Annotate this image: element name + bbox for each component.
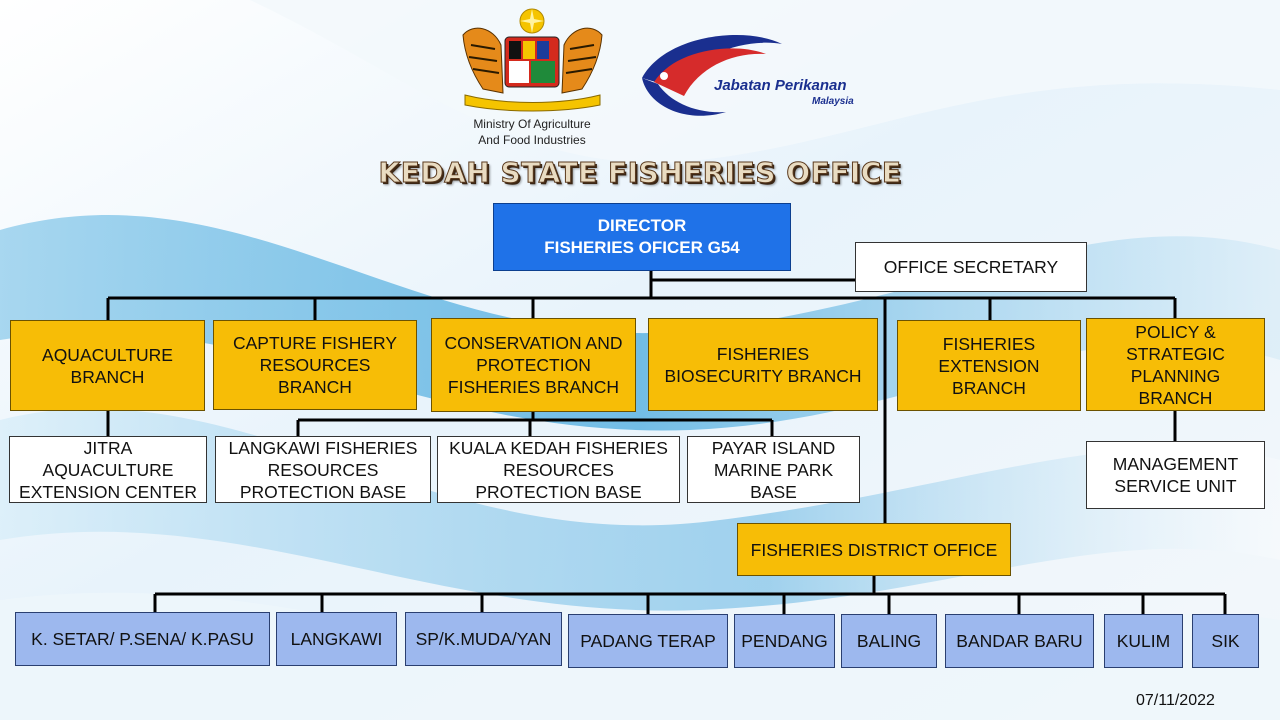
director-box: DIRECTOR FISHERIES OFICER G54	[493, 203, 791, 271]
district-kulim-box: KULIM	[1104, 614, 1183, 668]
director-grade: FISHERIES OFICER G54	[544, 238, 740, 257]
coat-of-arms-logo	[462, 8, 603, 112]
district-pendang-box: PENDANG	[734, 614, 835, 668]
district-langkawi-box: LANGKAWI	[276, 612, 397, 666]
langkawi-base-box: LANGKAWI FISHERIES RESOURCES PROTECTION …	[215, 436, 431, 503]
district-bandar-baru-box: BANDAR BARU	[945, 614, 1094, 668]
district-baling-box: BALING	[841, 614, 937, 668]
district-padang-terap-box: PADANG TERAP	[568, 614, 728, 668]
date-stamp: 07/11/2022	[1136, 692, 1215, 709]
district-sp-kmuda-yan-box: SP/K.MUDA/YAN	[405, 612, 562, 666]
office-secretary-box: OFFICE SECRETARY	[855, 242, 1087, 292]
logo-text-jabatan: Jabatan Perikanan	[714, 77, 847, 94]
district-sik-box: SIK	[1192, 614, 1259, 668]
district-k-setar-box: K. SETAR/ P.SENA/ K.PASU	[15, 612, 270, 666]
conservation-branch-box: CONSERVATION AND PROTECTION FISHERIES BR…	[431, 318, 636, 412]
jitra-center-box: JITRA AQUACULTURE EXTENSION CENTER	[9, 436, 207, 503]
district-office-box: FISHERIES DISTRICT OFFICE	[737, 523, 1011, 576]
extension-branch-box: FISHERIES EXTENSION BRANCH	[897, 320, 1081, 411]
capture-fishery-branch-box: CAPTURE FISHERY RESOURCES BRANCH	[213, 320, 417, 410]
ministry-name: Ministry Of Agriculture And Food Industr…	[473, 117, 591, 147]
kuala-kedah-base-box: KUALA KEDAH FISHERIES RESOURCES PROTECTI…	[437, 436, 680, 503]
management-service-unit-box: MANAGEMENT SERVICE UNIT	[1086, 441, 1265, 509]
page-title: KEDAH STATE FISHERIES OFFICE	[378, 156, 902, 190]
biosecurity-branch-box: FISHERIES BIOSECURITY BRANCH	[648, 318, 878, 411]
director-title: DIRECTOR	[597, 216, 687, 235]
fisheries-department-logo: Jabatan Perikanan Malaysia	[642, 35, 854, 116]
payar-island-base-box: PAYAR ISLAND MARINE PARK BASE	[687, 436, 860, 503]
policy-planning-branch-box: POLICY & STRATEGIC PLANNING BRANCH	[1086, 318, 1265, 411]
aquaculture-branch-box: AQUACULTURE BRANCH	[10, 320, 205, 411]
logo-text-malaysia: Malaysia	[812, 96, 854, 107]
